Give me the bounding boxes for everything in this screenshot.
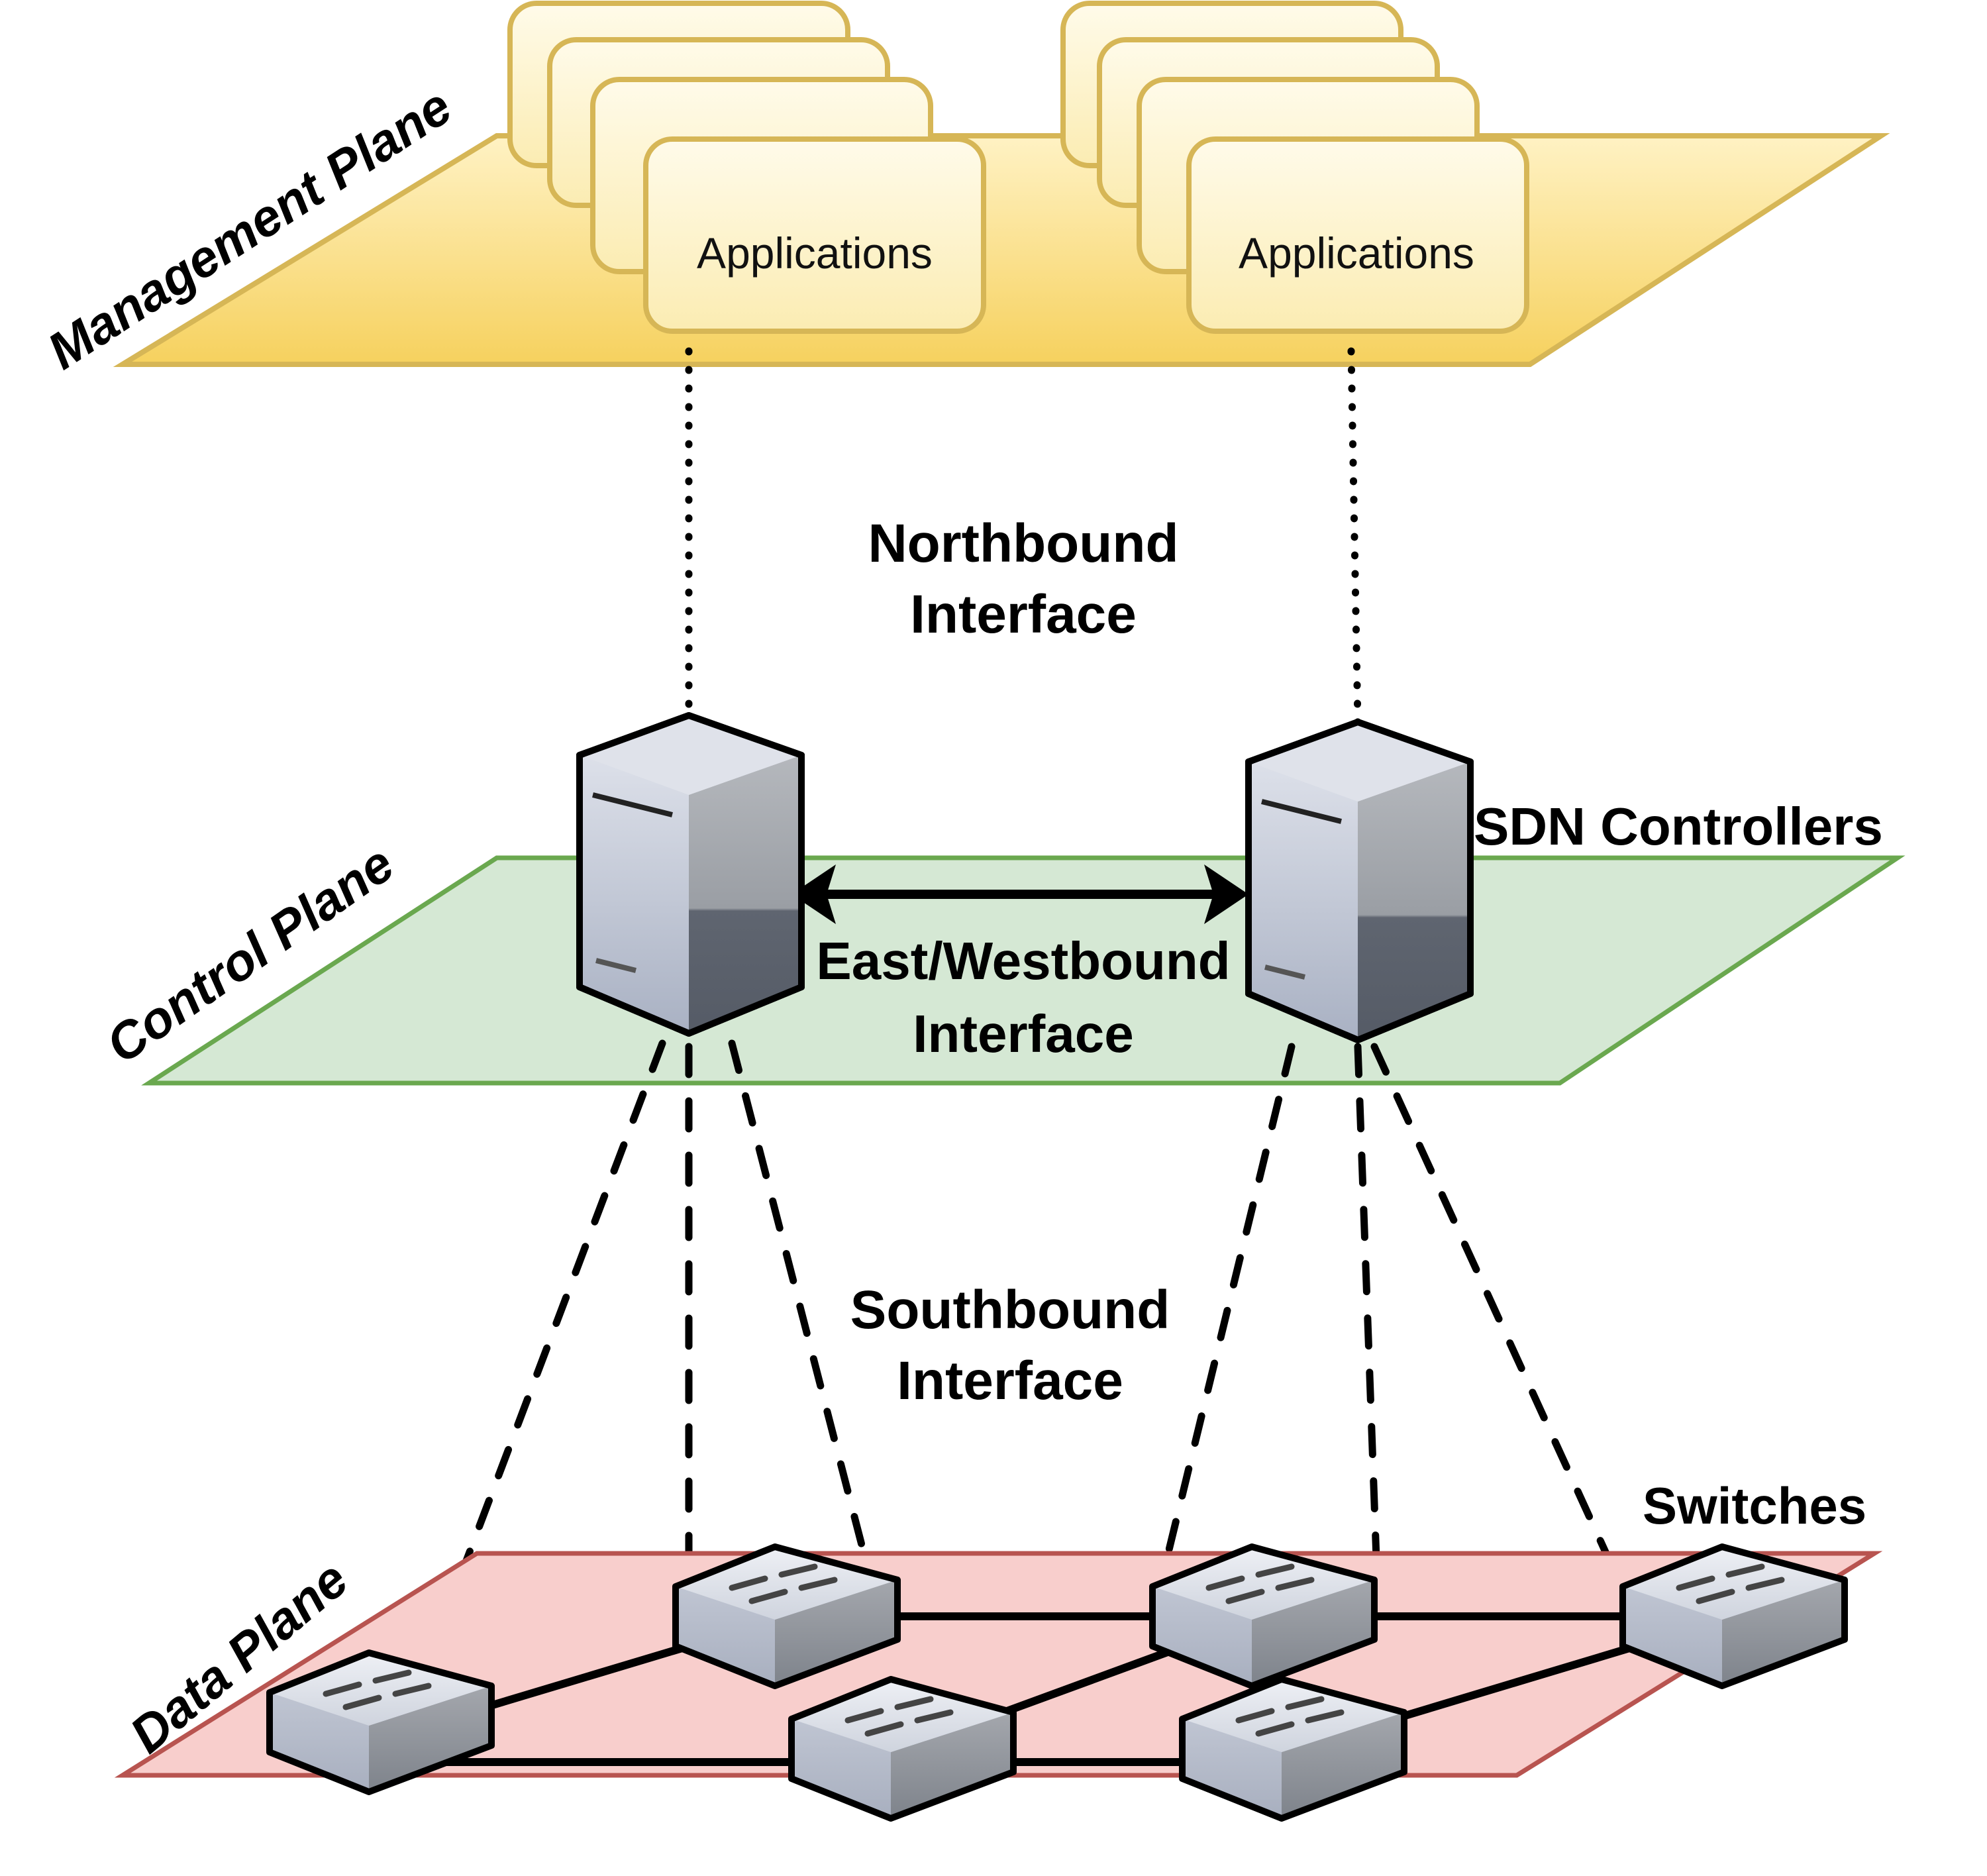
southbound-link xyxy=(1354,1043,1385,1690)
sdn-controller-1[interactable] xyxy=(576,712,805,1037)
application-label: Applications xyxy=(697,229,933,278)
switch-icon xyxy=(266,1649,495,1795)
switch-icon xyxy=(1179,1676,1407,1822)
application-card-front[interactable] xyxy=(1186,136,1529,334)
arrowhead-right-icon xyxy=(1204,864,1248,924)
switch-icon xyxy=(1619,1543,1848,1689)
eastwest-interface-label: East/Westbound Interface xyxy=(816,931,1230,1063)
arrowhead-left-icon xyxy=(791,864,836,924)
eastwest-label-line2: Interface xyxy=(913,1004,1133,1063)
northbound-link-2 xyxy=(1347,347,1362,726)
southbound-label-line2: Interface xyxy=(897,1351,1123,1411)
application-card-front[interactable] xyxy=(643,136,986,334)
northbound-label-line2: Interface xyxy=(910,584,1137,645)
switch-4[interactable] xyxy=(1149,1543,1378,1689)
data-plane-surface xyxy=(114,1551,1883,1778)
server-icon xyxy=(576,712,805,1037)
switches-label: Switches xyxy=(1643,1477,1866,1535)
switches xyxy=(266,1543,1848,1822)
switch-icon xyxy=(788,1676,1017,1822)
switch-icon xyxy=(1149,1543,1378,1689)
southbound-interface-label: Southbound Interface xyxy=(850,1280,1170,1411)
application-label: Applications xyxy=(1239,229,1474,278)
sdn-controller-2[interactable] xyxy=(1245,719,1474,1043)
switch-2[interactable] xyxy=(672,1543,901,1689)
southbound-link xyxy=(1370,1043,1610,1557)
eastwest-label-line1: East/Westbound xyxy=(816,931,1230,990)
switch-3[interactable] xyxy=(788,1676,1017,1822)
switch-1[interactable] xyxy=(266,1649,495,1795)
eastwest-link xyxy=(791,864,1248,924)
northbound-links xyxy=(685,347,1362,726)
switch-5[interactable] xyxy=(1179,1676,1407,1822)
southbound-link xyxy=(1162,1043,1296,1567)
switch-icon xyxy=(672,1543,901,1689)
application-stack-1: Applications xyxy=(507,1,986,334)
application-stack-2: Applications xyxy=(1060,1,1529,334)
sdn-controllers-label: SDN Controllers xyxy=(1474,797,1883,856)
northbound-interface-label: Northbound Interface xyxy=(868,513,1178,645)
southbound-label-line1: Southbound xyxy=(850,1280,1170,1340)
northbound-label-line1: Northbound xyxy=(868,513,1178,574)
switch-6[interactable] xyxy=(1619,1543,1848,1689)
server-icon xyxy=(1245,719,1474,1043)
